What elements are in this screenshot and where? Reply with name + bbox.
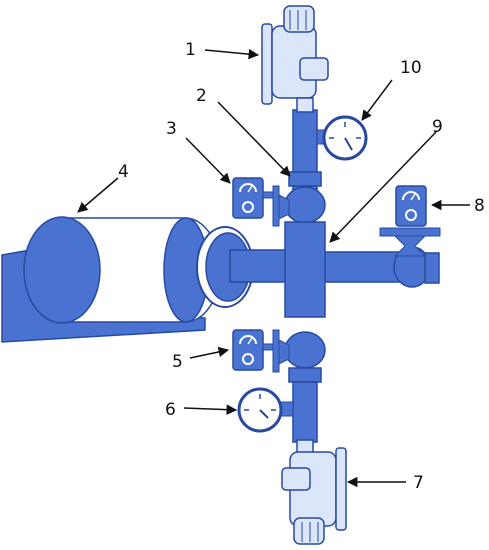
motor-bottom-flange <box>335 447 347 531</box>
callout-1: 1 <box>185 40 196 60</box>
leader-10 <box>361 79 393 121</box>
callout-3: 3 <box>166 119 177 139</box>
upper-valve-bulge <box>284 186 326 224</box>
callout-2: 2 <box>196 86 207 106</box>
vertical-main-column <box>284 109 326 443</box>
tee-body <box>284 221 326 318</box>
motor-icon <box>261 5 329 113</box>
lower-valve-bulge <box>284 331 326 369</box>
callout-5: 5 <box>172 352 183 372</box>
callout-9: 9 <box>432 117 443 137</box>
lower-coupling <box>288 367 322 383</box>
valve-lower-stem <box>262 343 274 351</box>
callout-7: 7 <box>413 473 424 493</box>
valve-lower-wedge <box>278 339 290 365</box>
valve-controller-icon <box>232 329 290 373</box>
callout-8: 8 <box>474 196 485 216</box>
leader-3 <box>185 137 231 184</box>
leader-4 <box>77 177 119 213</box>
tank-left-end <box>23 216 101 324</box>
pressure-gauge-icon <box>237 387 294 433</box>
outlet-pipe-right <box>317 227 441 288</box>
valve-upper-handle <box>272 185 280 227</box>
valve-lower-handle <box>272 329 280 373</box>
motor-top-shaft <box>296 97 314 113</box>
pressure-gauge-icon <box>316 115 368 161</box>
motor-bottom-head <box>293 517 325 545</box>
callout-10: 10 <box>400 58 422 78</box>
motor-bottom-box <box>281 467 311 491</box>
motor-top-head <box>283 5 315 33</box>
motor-top-flange <box>261 23 273 105</box>
outlet-pipe <box>317 251 401 283</box>
valve-controller-icon <box>395 185 427 227</box>
outlet-valve-body <box>393 235 427 257</box>
outlet-flange <box>424 252 440 284</box>
leader-6 <box>183 404 238 415</box>
callout-4: 4 <box>118 162 129 182</box>
tank <box>1 216 254 343</box>
callout-6: 6 <box>165 400 176 420</box>
upper-coupling <box>288 171 322 187</box>
leader-lines <box>77 48 470 488</box>
outlet-valve-stem <box>379 227 441 237</box>
leader-5 <box>189 346 230 359</box>
leader-2 <box>217 101 291 177</box>
motor-icon <box>281 439 347 545</box>
leader-9 <box>329 131 437 243</box>
motor-top-box <box>299 57 329 81</box>
valve-upper-stem <box>262 191 274 199</box>
lower-pipe <box>292 381 318 443</box>
valve-controller-icon <box>232 177 290 227</box>
leader-1 <box>204 48 260 60</box>
valve-upper-wedge <box>278 194 290 220</box>
horizontal-inlet-pipe <box>229 249 293 283</box>
callout-labels: 1 2 3 4 5 6 7 8 9 10 <box>118 40 485 493</box>
